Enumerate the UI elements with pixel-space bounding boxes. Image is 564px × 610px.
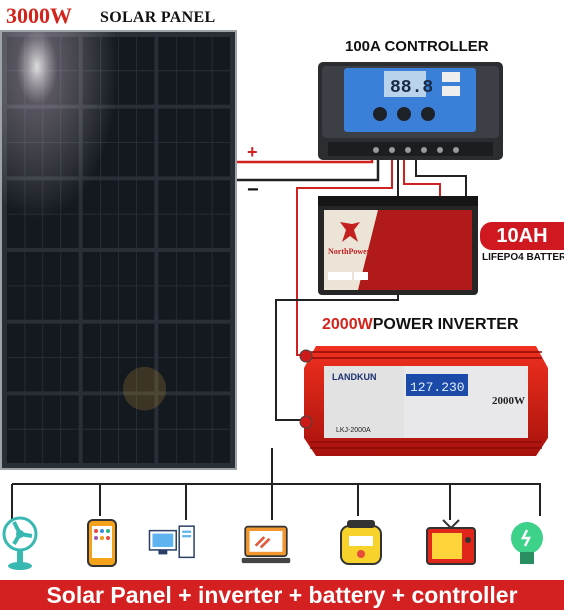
power-inverter: LANDKUN LKJ-2000A 127.230 2000W xyxy=(299,346,548,456)
inverter-model: LKJ-2000A xyxy=(336,427,371,434)
rice-cooker-icon xyxy=(340,520,382,565)
panel-name: SOLAR PANEL xyxy=(100,9,216,26)
panel-title: 3000W SOLAR PANEL xyxy=(0,0,245,30)
battery-capacity-badge: 10AH xyxy=(480,222,564,250)
controller-title: 100A CONTROLLER xyxy=(345,38,489,55)
controller-display: 88.8 xyxy=(390,78,433,98)
smartphone-icon xyxy=(87,519,117,567)
inverter-label-right: 2000W xyxy=(492,395,525,407)
plus-sign: + xyxy=(247,142,258,162)
fan-icon xyxy=(2,516,38,570)
inverter-logo: LANDKUN xyxy=(332,372,377,382)
computer-icon xyxy=(148,525,195,559)
inverter-watt: 2000W xyxy=(322,316,373,333)
battery-type: LIFEPO4 BATTER xyxy=(482,252,564,263)
battery-brand: NorthPower xyxy=(328,247,371,256)
inverter-display: 127.230 xyxy=(410,380,465,395)
light-bulb-icon xyxy=(511,522,543,564)
solar-panel xyxy=(0,30,237,470)
charge-controller: 88.8 xyxy=(318,62,503,160)
battery: NorthPower xyxy=(318,196,478,295)
inverter-title: 2000WPOWER INVERTER xyxy=(322,316,519,334)
inverter-name: POWER INVERTER xyxy=(372,316,519,333)
panel-watt: 3000W xyxy=(6,3,72,28)
bottom-banner: Solar Panel + inverter + battery + contr… xyxy=(0,580,564,610)
tv-icon xyxy=(426,519,476,565)
laptop-icon xyxy=(241,525,291,564)
minus-sign: − xyxy=(247,179,259,201)
